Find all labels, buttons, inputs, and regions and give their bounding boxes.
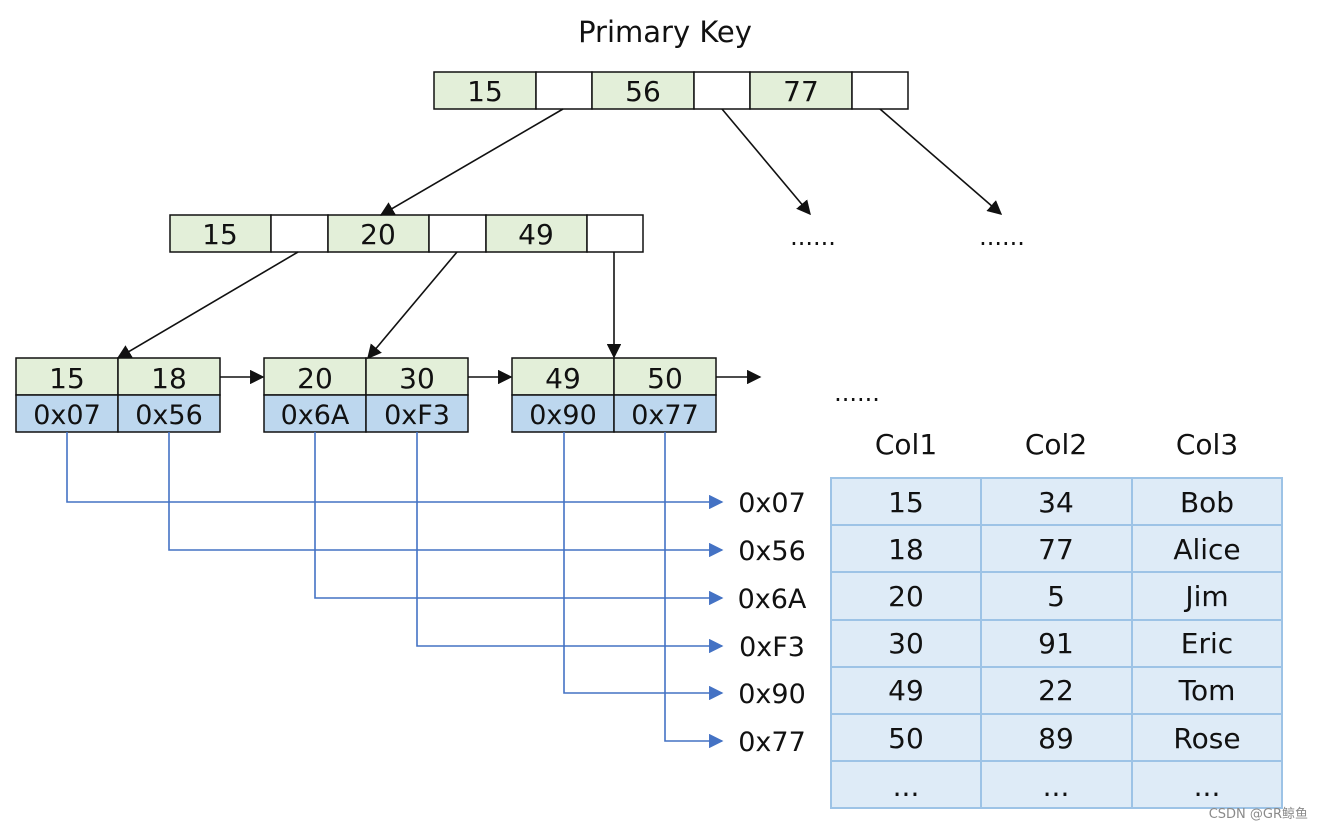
leaf-node: 15 18 0x07 0x56 — [15, 357, 221, 433]
table-cell: 5 — [1047, 580, 1065, 613]
pointer-arrow — [66, 432, 724, 510]
table-cell: ... — [1043, 770, 1070, 803]
row-address-label: 0x90 — [738, 679, 806, 710]
internal-to-leaf-arrow — [116, 251, 299, 359]
leaf-key: 15 — [49, 362, 85, 395]
row-address-label: 0x07 — [738, 488, 806, 519]
pointer-arrow — [168, 432, 724, 558]
internal-pointer-cell — [270, 214, 329, 253]
table-cell: Tom — [1178, 674, 1236, 707]
internal-key: 49 — [518, 218, 554, 251]
pointer-arrow — [416, 432, 724, 654]
ellipsis-text: ...... — [790, 223, 836, 251]
root-key: 56 — [625, 75, 661, 108]
leaf-node: 20 30 0x6A 0xF3 — [263, 357, 469, 433]
row-address-label: 0x6A — [738, 584, 807, 615]
table-cell: Jim — [1183, 580, 1228, 613]
leaf-addr-cell — [365, 394, 469, 433]
table-body — [830, 477, 1283, 809]
pointer-arrows — [66, 432, 724, 749]
leaf-addr: 0x90 — [529, 400, 597, 431]
root-key-cell — [749, 71, 853, 110]
root-key: 15 — [467, 75, 503, 108]
ellipsis-text: ...... — [979, 223, 1025, 251]
root-node: 15 56 77 — [433, 71, 909, 110]
table-header: Col3 — [1176, 428, 1238, 461]
table-cell: Rose — [1173, 722, 1240, 755]
row-address-label: 0x56 — [738, 536, 806, 567]
table-cell: 50 — [888, 722, 924, 755]
table-cell: Bob — [1180, 486, 1234, 519]
table-header: Col2 — [1025, 428, 1087, 461]
table-cell: 49 — [888, 674, 924, 707]
diagram-title: Primary Key — [578, 15, 752, 49]
table-cell: 30 — [888, 627, 924, 660]
ellipsis-text: ...... — [834, 379, 880, 407]
root-to-next-arrow — [879, 108, 1003, 215]
table-cell: 20 — [888, 580, 924, 613]
table-cell: ... — [1194, 770, 1221, 803]
root-key: 77 — [783, 75, 819, 108]
internal-key: 20 — [360, 218, 396, 251]
leaf-addr-cell — [117, 394, 221, 433]
root-to-internal-arrow — [379, 108, 564, 216]
tree-arrows — [116, 108, 1003, 385]
table-cell: 89 — [1038, 722, 1074, 755]
leaf-addr: 0x77 — [631, 400, 699, 431]
leaf-addr-cell — [511, 394, 615, 433]
table-cell: 34 — [1038, 486, 1074, 519]
leaf-key-cell — [613, 357, 717, 396]
leaf-addr: 0xF3 — [384, 400, 450, 431]
root-pointer-cell — [693, 71, 751, 110]
leaf-node: 49 50 0x90 0x77 — [511, 357, 717, 433]
table-cell: 18 — [888, 533, 924, 566]
leaf-key-cell — [365, 357, 469, 396]
table-cell: 91 — [1038, 627, 1074, 660]
internal-pointer-cell — [428, 214, 487, 253]
watermark-text: CSDN @GR鲸鱼 — [1209, 806, 1308, 822]
leaf-key: 18 — [151, 362, 187, 395]
root-key-cell — [591, 71, 695, 110]
internal-node: 15 20 49 — [169, 214, 644, 253]
leaf-addr: 0x07 — [33, 400, 101, 431]
internal-pointer-cell — [586, 214, 644, 253]
leaf-key: 20 — [297, 362, 333, 395]
data-table: 15 34 Bob 18 77 Alice 20 5 Jim 30 91 Eri… — [830, 477, 1283, 809]
row-address-label: 0xF3 — [739, 632, 805, 663]
row-address-label: 0x77 — [738, 727, 806, 758]
leaf-key: 49 — [545, 362, 581, 395]
internal-to-leaf-arrow — [367, 251, 458, 360]
internal-key: 15 — [202, 218, 238, 251]
root-pointer-cell — [851, 71, 909, 110]
leaf-addr-cell — [613, 394, 717, 433]
internal-key-cell — [327, 214, 430, 253]
pointer-arrow — [563, 432, 724, 701]
root-to-next-arrow — [721, 108, 811, 216]
table-cell: ... — [893, 770, 920, 803]
table-cell: 77 — [1038, 533, 1074, 566]
internal-key-cell — [485, 214, 588, 253]
root-key-cell — [433, 71, 537, 110]
table-header: Col1 — [875, 428, 937, 461]
leaf-addr: 0x6A — [281, 400, 350, 431]
leaf-addr: 0x56 — [135, 400, 203, 431]
leaf-key-cell — [117, 357, 221, 396]
table-cell: 15 — [888, 486, 924, 519]
table-cell: 22 — [1038, 674, 1074, 707]
table-grid — [831, 478, 1282, 808]
pointer-arrow — [664, 432, 724, 749]
leaf-key: 50 — [647, 362, 683, 395]
table-cell: Alice — [1173, 533, 1240, 566]
leaf-key: 30 — [399, 362, 435, 395]
root-pointer-cell — [535, 71, 593, 110]
pointer-arrow — [314, 432, 724, 606]
table-cell: Eric — [1181, 627, 1233, 660]
